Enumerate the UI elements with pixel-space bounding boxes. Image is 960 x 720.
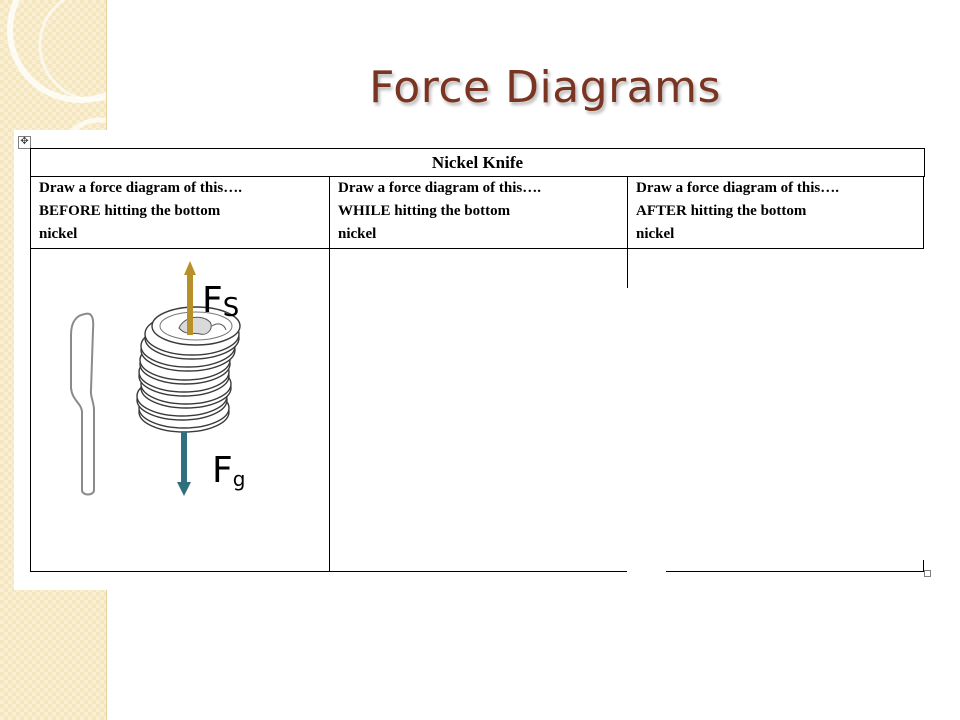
force-label-support-symbol: F (202, 280, 223, 321)
column-while-header: Draw a force diagram of this…. WHILE hit… (329, 176, 627, 248)
column-after-header: Draw a force diagram of this…. AFTER hit… (627, 176, 924, 248)
force-diagram-drawing (70, 261, 241, 496)
force-label-support-subscript: S (222, 293, 240, 323)
table-header-nickel-knife: Nickel Knife (30, 148, 925, 177)
cell-after-right-tick (923, 560, 924, 571)
table-resize-handle[interactable] (924, 570, 931, 577)
column-before-line-2: BEFORE hitting the bottom (39, 203, 221, 219)
force-arrow-up (184, 261, 196, 335)
column-while-line-1: Draw a force diagram of this…. (338, 180, 542, 196)
column-while-line-3: nickel (338, 226, 377, 242)
column-while-line-2: WHILE hitting the bottom (338, 203, 511, 219)
column-after-line-3: nickel (636, 226, 675, 242)
force-label-gravity: Fg (212, 450, 245, 491)
cell-after-diagram[interactable] (627, 248, 924, 288)
slide-title: Force Diagrams (369, 62, 721, 113)
embedded-table-panel[interactable]: ✥ Nickel Knife Draw a force diagram of t… (14, 130, 936, 590)
force-label-gravity-subscript: g (232, 467, 246, 491)
cell-before-diagram[interactable] (30, 248, 329, 572)
force-arrow-down (177, 432, 191, 496)
cell-while-diagram[interactable] (329, 248, 627, 572)
column-before-header: Draw a force diagram of this…. BEFORE hi… (30, 176, 329, 248)
column-before-line-1: Draw a force diagram of this…. (39, 180, 243, 196)
force-label-support: FS (202, 280, 240, 323)
column-after-line-1: Draw a force diagram of this…. (636, 180, 840, 196)
force-label-gravity-symbol: F (212, 450, 233, 491)
column-after-line-2: AFTER hitting the bottom (636, 203, 807, 219)
knife-icon (70, 312, 95, 496)
nickel-stack-icon (136, 306, 241, 433)
table-move-handle-icon[interactable]: ✥ (18, 136, 31, 149)
column-before-line-3: nickel (39, 226, 78, 242)
cell-after-bottom-border (666, 571, 924, 572)
